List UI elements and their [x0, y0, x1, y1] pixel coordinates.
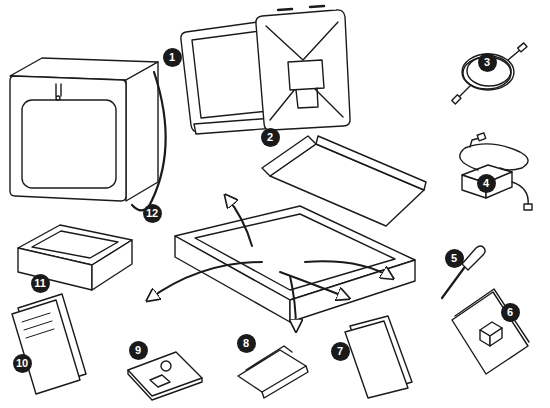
cable-coil [452, 43, 527, 104]
document-papers [345, 316, 412, 398]
carry-bag [10, 58, 166, 210]
unpacking-arrows [148, 196, 392, 330]
callout-number: 4 [477, 174, 496, 193]
callout-number: 9 [129, 341, 148, 360]
callout-number: 10 [13, 354, 32, 373]
callout-number: 3 [478, 53, 497, 72]
callout-number: 1 [163, 48, 182, 67]
callout-number: 2 [261, 128, 280, 147]
manual-booklet [452, 289, 529, 374]
callout-number: 11 [31, 274, 50, 293]
callout-number: 8 [237, 334, 256, 353]
callout-number: 5 [445, 249, 464, 268]
callout-number: 7 [331, 342, 350, 361]
tablet-case-back [256, 6, 350, 130]
open-box [175, 136, 426, 322]
folding-stand [238, 346, 308, 398]
warranty-papers [12, 294, 86, 394]
screwdriver [442, 246, 485, 298]
power-adapter [460, 133, 532, 210]
callout-number: 6 [501, 303, 520, 322]
callout-number: 12 [143, 204, 162, 223]
